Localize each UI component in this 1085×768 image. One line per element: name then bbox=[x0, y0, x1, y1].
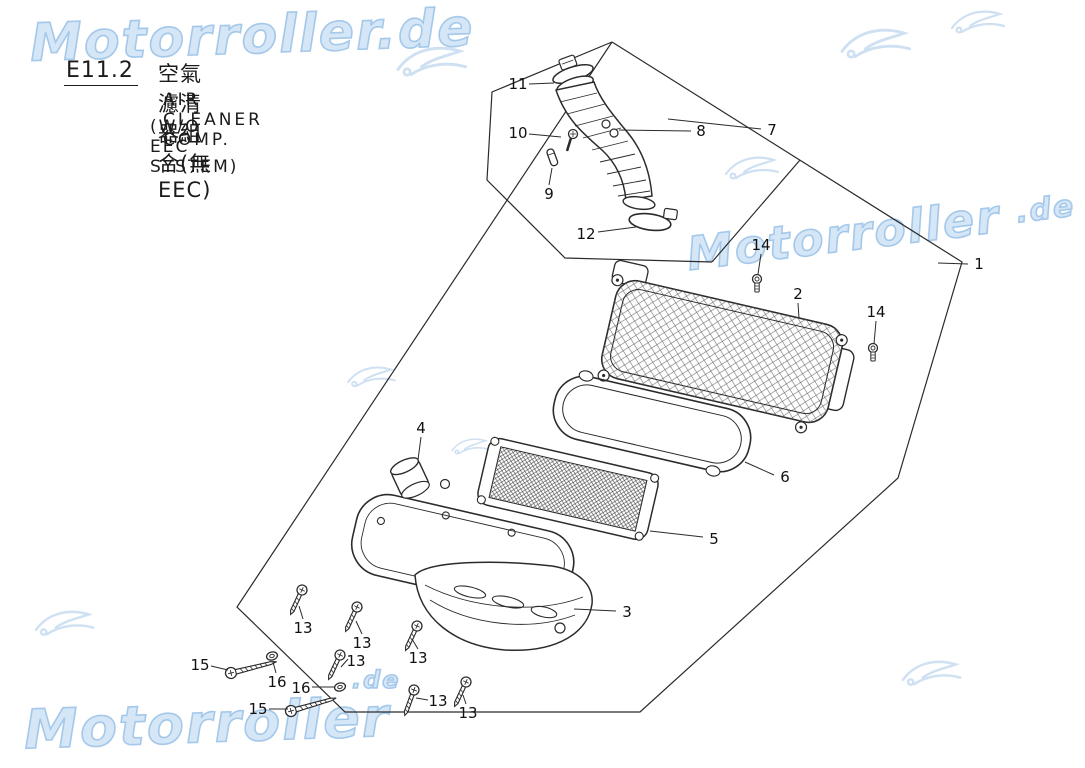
bolt-part-10 bbox=[565, 128, 579, 152]
washer-part-16 bbox=[333, 681, 347, 693]
intake-hose-assembly bbox=[546, 54, 678, 232]
hose-fitting-nipple bbox=[609, 128, 619, 138]
intake-stub bbox=[389, 457, 451, 499]
air-cleaner-upper-case bbox=[597, 259, 855, 434]
diagram-boundary bbox=[236, 41, 963, 713]
section-code: E11.2 bbox=[64, 58, 138, 86]
leader-lines bbox=[210, 82, 969, 710]
hose-subassembly-boundary bbox=[486, 41, 713, 263]
corrugated-hose-body bbox=[555, 81, 653, 201]
washer-part-16 bbox=[265, 650, 279, 662]
hose-ribs bbox=[559, 92, 651, 197]
case-mounting-ears bbox=[597, 274, 848, 434]
hose-clamp-lower bbox=[628, 212, 672, 232]
hose-fitting-nipple bbox=[601, 119, 611, 129]
bolt-part-14 bbox=[751, 273, 763, 293]
title-chinese: 空氣濾清器組合(無EEC) bbox=[158, 62, 212, 202]
filter-element bbox=[476, 436, 660, 541]
subtitle-english: (W/O EEC SYSTEM) bbox=[150, 117, 239, 177]
screw-part-13 bbox=[400, 618, 425, 654]
case-gasket bbox=[552, 370, 752, 477]
screw-part-13 bbox=[285, 582, 310, 618]
bolt-part-14 bbox=[867, 342, 879, 362]
pin-part-9 bbox=[546, 148, 559, 167]
hose-opening-bottom bbox=[622, 195, 656, 211]
air-cleaner-lower-case bbox=[350, 493, 593, 651]
title-english: AIR CLEANER COMP. bbox=[163, 90, 263, 150]
hose-clamp-lower-screw bbox=[663, 207, 678, 221]
screw-part-13 bbox=[340, 599, 365, 635]
screw-part-13 bbox=[449, 674, 474, 710]
